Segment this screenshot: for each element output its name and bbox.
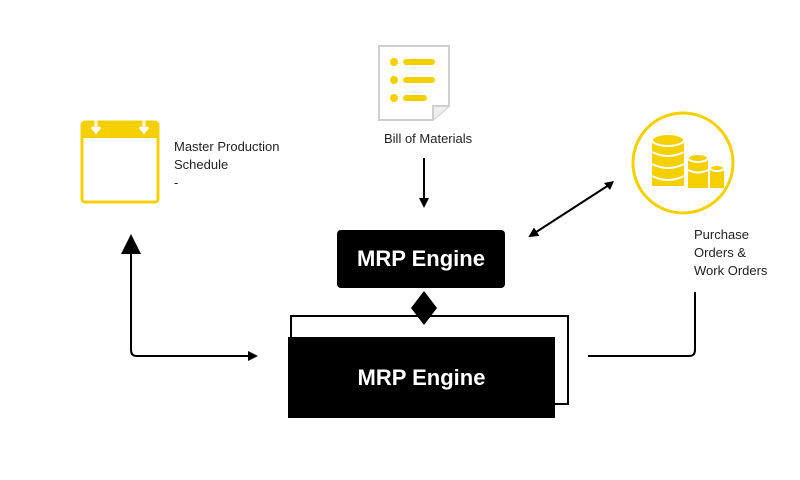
orders-label-line1: Purchase (694, 227, 749, 242)
database-coins-icon (631, 111, 735, 215)
engine-outline-frame (290, 315, 569, 405)
orders-arrowhead-small (604, 181, 614, 190)
orders-engine-arrow (528, 182, 613, 238)
orders-return-line (588, 292, 696, 357)
engine-link-down-arrowhead (411, 308, 437, 325)
schedule-label-line1: Master Production (174, 139, 280, 154)
bom-label: Bill of Materials (384, 131, 473, 146)
calendar-icon (80, 116, 160, 204)
orders-label: Purchase Orders & Work Orders (694, 226, 767, 280)
calendar-node (80, 112, 160, 204)
schedule-loop-line (130, 252, 258, 361)
schedule-label-line2: Schedule (174, 157, 229, 172)
schedule-label: Master Production Schedule - (174, 138, 280, 192)
orders-label-line2: Orders & (694, 245, 747, 260)
mrp-engine-main: MRP Engine (288, 337, 555, 418)
mrp-engine-top: MRP Engine (337, 230, 505, 288)
list-document-icon (378, 45, 450, 121)
orders-label-line3: Work Orders (694, 263, 768, 278)
bom-node (377, 44, 451, 122)
schedule-up-arrowhead (121, 234, 141, 254)
orders-node (630, 110, 736, 216)
engine-link-up-arrowhead (411, 291, 437, 308)
schedule-label-line3: - (174, 175, 179, 190)
